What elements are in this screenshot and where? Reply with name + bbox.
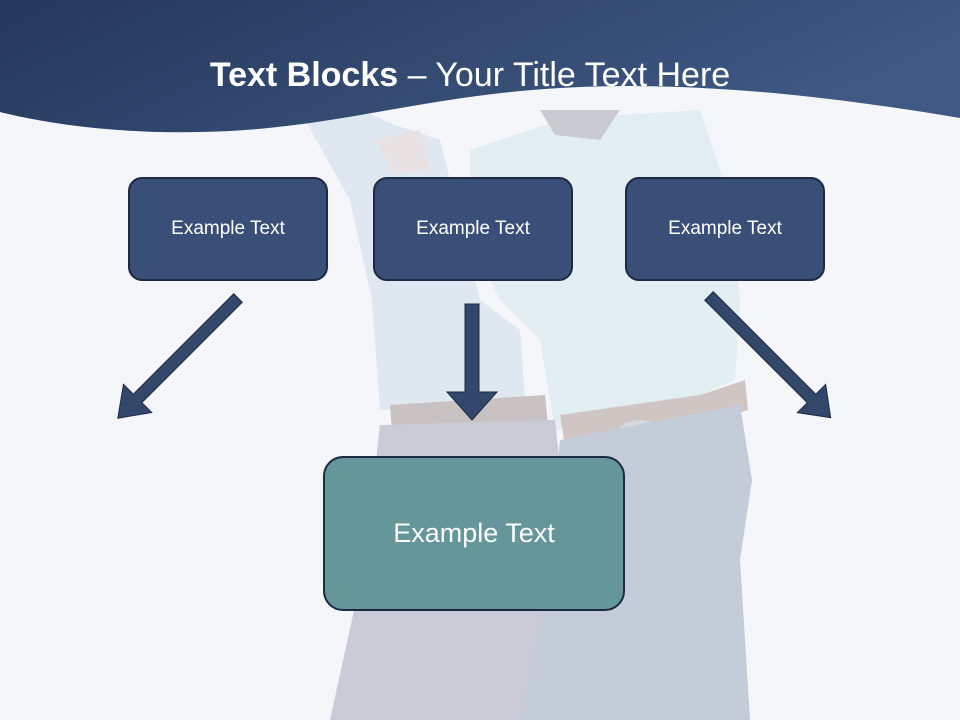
- text-block-2[interactable]: Example Text: [373, 177, 573, 281]
- text-block-2-label: Example Text: [416, 218, 530, 239]
- main-text-block[interactable]: Example Text: [323, 456, 625, 611]
- text-block-1-label: Example Text: [171, 218, 285, 239]
- main-text-block-label: Example Text: [393, 518, 555, 548]
- title-bold: Text Blocks: [209, 56, 399, 94]
- slide-title: Text Blocks – Your Title Text Here: [0, 52, 940, 98]
- text-block-3-label: Example Text: [668, 218, 782, 239]
- title-separator: –: [398, 56, 436, 94]
- text-block-3[interactable]: Example Text: [625, 177, 825, 281]
- header-band: [0, 0, 960, 133]
- text-block-1[interactable]: Example Text: [128, 177, 328, 281]
- title-regular: Your Title Text Here: [435, 56, 731, 94]
